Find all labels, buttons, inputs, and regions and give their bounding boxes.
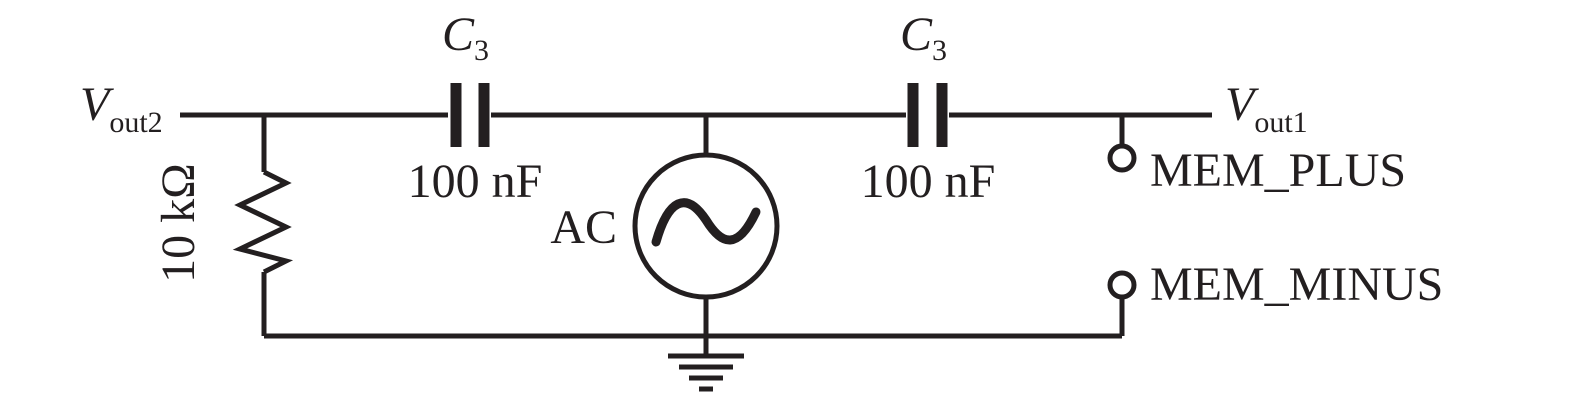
resistor-icon	[232, 115, 294, 336]
label-mem-plus: MEM_PLUS	[1150, 144, 1406, 197]
label-c3-right: C3	[900, 8, 947, 67]
label-vout1: Vout1	[1225, 78, 1308, 139]
terminal-mem-plus-icon	[1107, 115, 1137, 173]
label-c3-left: C3	[442, 8, 489, 67]
sine-wave-icon	[651, 198, 761, 247]
capacitor-right-icon	[907, 83, 948, 147]
label-resistor-value: 10 kΩ	[152, 163, 205, 283]
ground-icon	[668, 353, 744, 392]
label-cap-left-value: 100 nF	[408, 155, 543, 208]
capacitor-left-icon	[450, 83, 490, 147]
mem-plus-terminal	[1107, 143, 1137, 173]
ac-source-icon	[632, 115, 780, 356]
resistor-zigzag	[232, 169, 294, 275]
label-cap-right-value: 100 nF	[861, 155, 996, 208]
label-vout2: Vout2	[80, 78, 163, 139]
label-mem-minus: MEM_MINUS	[1150, 258, 1443, 311]
mem-minus-terminal	[1107, 270, 1137, 300]
label-source-ac: AC	[550, 201, 617, 254]
terminal-mem-minus-icon	[1107, 270, 1137, 336]
